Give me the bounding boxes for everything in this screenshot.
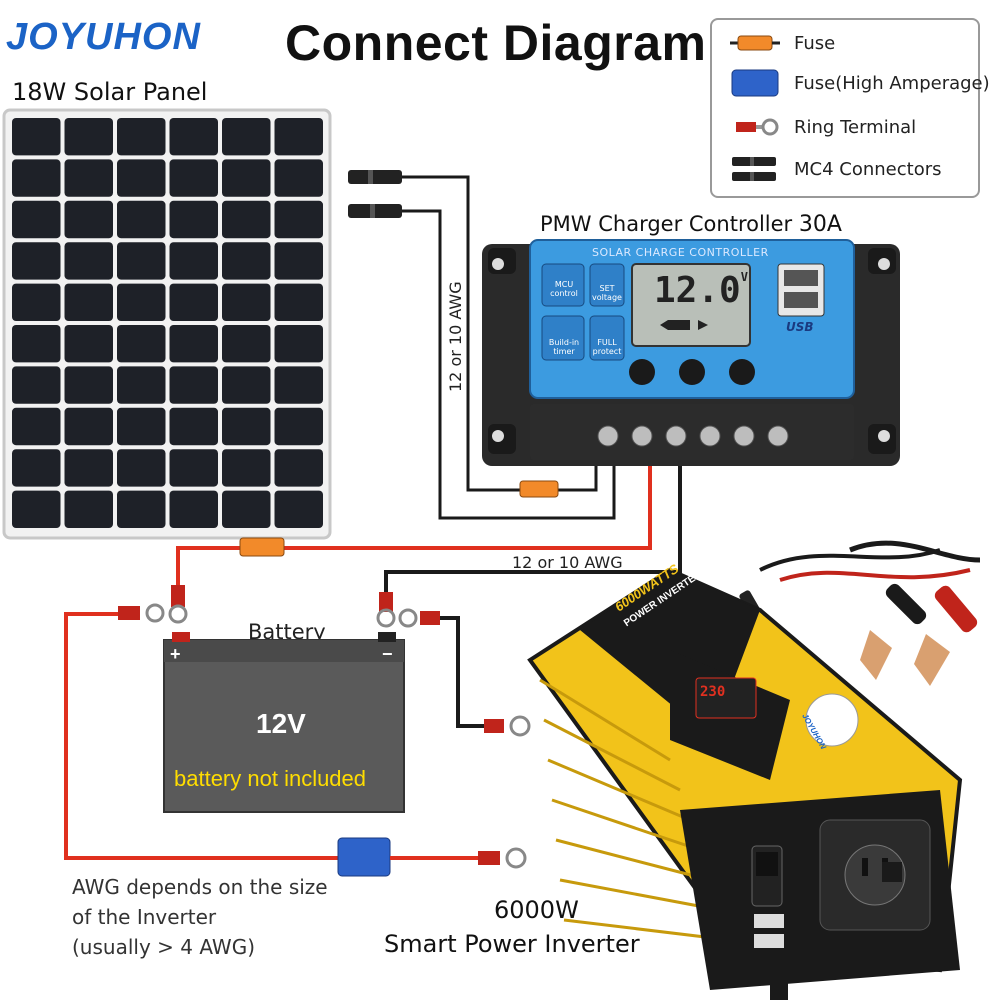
- btn-timer: Build-in timer: [546, 338, 582, 356]
- awg-note: AWG depends on the size of the Inverter …: [72, 872, 328, 962]
- awg-note-line: (usually > 4 AWG): [72, 932, 328, 962]
- usb-label: USB: [786, 320, 814, 334]
- controller-display-unit: V: [741, 270, 748, 284]
- btn-label: SET: [591, 284, 623, 293]
- controller-display-value: 12.0: [654, 270, 741, 311]
- awg-note-line: AWG depends on the size: [72, 872, 328, 902]
- controller-terminal: [734, 426, 754, 446]
- controller-terminal: [632, 426, 652, 446]
- wire-gauge-vertical: 12 or 10 AWG: [446, 281, 465, 392]
- btn-label: voltage: [591, 293, 623, 302]
- controller-title: PMW Charger Controller 30A: [540, 212, 842, 237]
- awg-note-line: of the Inverter: [72, 902, 328, 932]
- fuse-panel: [520, 481, 558, 497]
- btn-label: timer: [546, 347, 582, 356]
- controller-terminal: [666, 426, 686, 446]
- battery-minus: −: [382, 644, 393, 665]
- battery-note: battery not included: [174, 766, 366, 792]
- btn-label: MCU: [546, 280, 582, 289]
- controller-header: SOLAR CHARGE CONTROLLER: [592, 246, 769, 259]
- controller-name: PMW Charger Controller: [540, 212, 792, 236]
- btn-label: protect: [591, 347, 623, 356]
- btn-label: FULL: [591, 338, 623, 347]
- mc4-connector-top: [348, 170, 402, 184]
- btn-full-protect: FULL protect: [591, 338, 623, 356]
- mc4-connector-bottom: [348, 204, 402, 218]
- fuse-battery: [240, 538, 284, 556]
- inverter-display-value: 230: [700, 684, 725, 700]
- inverter-power: 6000W: [494, 896, 579, 924]
- controller-terminal: [700, 426, 720, 446]
- btn-mcu-control: MCU control: [546, 280, 582, 298]
- inverter-name: Smart Power Inverter: [384, 930, 640, 958]
- battery-voltage: 12V: [256, 708, 306, 740]
- controller-rating: 30A: [799, 212, 842, 237]
- controller-terminal: [768, 426, 788, 446]
- controller-display: 12.0V: [654, 270, 748, 311]
- btn-label: Build-in: [546, 338, 582, 347]
- clamp-red: [914, 583, 980, 686]
- battery-plus: +: [170, 644, 181, 665]
- controller-terminal: [598, 426, 618, 446]
- fuse-high-amperage: [338, 838, 390, 876]
- btn-set-voltage: SET voltage: [591, 284, 623, 302]
- btn-label: control: [546, 289, 582, 298]
